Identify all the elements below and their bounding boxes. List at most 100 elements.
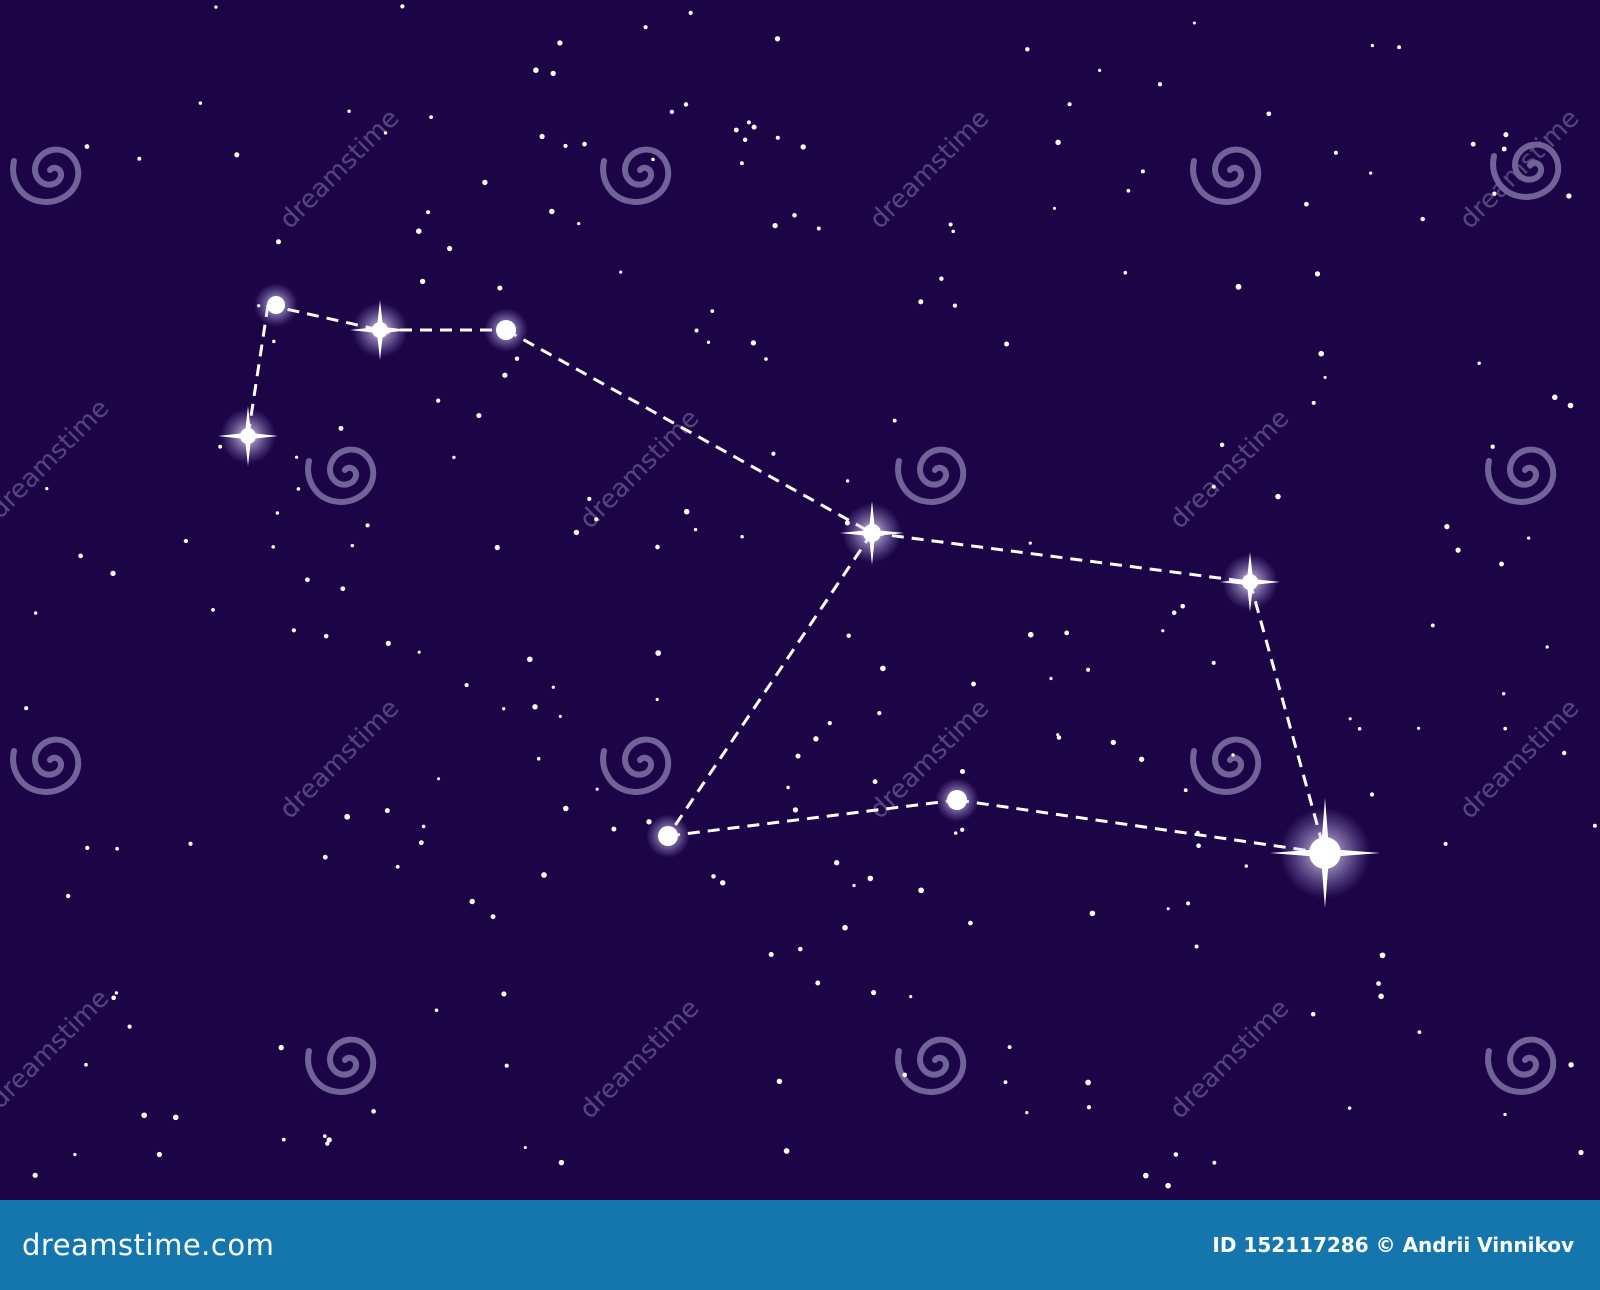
- small-star: [1171, 610, 1177, 615]
- small-star: [383, 131, 388, 135]
- small-star: [1552, 394, 1558, 401]
- small-star: [845, 479, 850, 483]
- small-star: [733, 127, 739, 133]
- small-star: [751, 124, 757, 130]
- small-star: [902, 1072, 908, 1078]
- small-star: [325, 1141, 330, 1146]
- small-star: [1126, 188, 1131, 193]
- constellation-stars: [218, 283, 1380, 908]
- brand-label[interactable]: dreamstime.com: [22, 1228, 275, 1262]
- small-star: [1378, 993, 1384, 1000]
- small-star: [1067, 102, 1072, 107]
- small-star: [611, 826, 617, 832]
- star: [1270, 798, 1380, 908]
- small-star: [371, 1109, 376, 1114]
- small-star: [338, 425, 344, 431]
- small-star: [183, 538, 189, 544]
- small-star: [651, 157, 655, 162]
- small-star: [1052, 206, 1057, 210]
- small-star: [84, 144, 90, 149]
- small-star: [1143, 1172, 1149, 1179]
- small-star: [1503, 1112, 1507, 1117]
- small-star: [291, 628, 296, 633]
- small-star: [502, 707, 506, 711]
- small-star: [418, 840, 424, 846]
- small-star: [959, 768, 966, 775]
- small-star: [1049, 676, 1053, 681]
- small-star: [1007, 1045, 1012, 1050]
- small-star: [436, 398, 441, 403]
- small-star: [1492, 191, 1497, 196]
- small-star: [746, 120, 751, 125]
- small-star: [909, 995, 913, 999]
- small-star: [234, 152, 240, 158]
- small-star: [655, 697, 659, 702]
- small-star: [558, 714, 562, 718]
- small-star: [1397, 45, 1402, 50]
- small-star: [278, 1044, 284, 1051]
- small-star: [740, 534, 744, 539]
- small-star: [1444, 523, 1450, 530]
- small-star: [32, 1172, 38, 1178]
- small-star: [111, 995, 117, 1001]
- small-star: [1503, 132, 1509, 138]
- small-star: [557, 40, 563, 46]
- star: [350, 300, 410, 360]
- small-star: [527, 656, 533, 663]
- small-star: [655, 650, 662, 656]
- small-star: [846, 633, 851, 638]
- small-star: [1027, 631, 1034, 638]
- small-star: [1173, 1152, 1179, 1157]
- small-star: [750, 340, 757, 346]
- small-star: [852, 883, 856, 888]
- small-star: [385, 640, 391, 647]
- small-star: [502, 372, 508, 378]
- small-star: [1196, 843, 1201, 848]
- small-star: [774, 36, 781, 42]
- small-star: [706, 340, 711, 344]
- small-star: [834, 860, 840, 866]
- small-star: [643, 25, 648, 30]
- small-star: [1527, 536, 1531, 540]
- small-star: [1211, 484, 1216, 489]
- small-star: [296, 487, 301, 491]
- small-star: [1123, 270, 1128, 275]
- small-star: [305, 577, 310, 583]
- small-star: [276, 239, 281, 245]
- small-star: [880, 665, 886, 672]
- small-star: [514, 356, 520, 361]
- small-star: [188, 841, 193, 846]
- small-star: [563, 805, 569, 812]
- small-star: [776, 1078, 783, 1085]
- small-star: [172, 1114, 179, 1121]
- small-star: [1194, 944, 1199, 949]
- small-star: [710, 309, 715, 313]
- small-star: [1003, 1080, 1008, 1085]
- small-star: [954, 831, 958, 835]
- small-star: [437, 777, 441, 781]
- small-star: [573, 529, 580, 536]
- small-star: [464, 683, 469, 688]
- small-star: [504, 1063, 509, 1068]
- small-star: [127, 1024, 132, 1029]
- small-star: [619, 270, 623, 274]
- small-star: [1166, 907, 1170, 911]
- small-star: [541, 872, 547, 878]
- small-star: [1025, 1111, 1029, 1115]
- small-star: [115, 846, 119, 851]
- small-star: [218, 444, 223, 449]
- small-star: [1369, 171, 1373, 175]
- small-star: [490, 914, 496, 920]
- small-star: [594, 517, 599, 522]
- small-star: [85, 845, 90, 851]
- small-star: [1219, 442, 1225, 448]
- small-star: [669, 109, 675, 115]
- small-star: [1140, 169, 1145, 174]
- small-star: [939, 276, 944, 281]
- small-star: [523, 1145, 527, 1150]
- small-star: [1314, 271, 1321, 277]
- small-star: [582, 141, 587, 147]
- small-star: [214, 5, 218, 9]
- small-star: [326, 1137, 332, 1143]
- small-star: [275, 511, 280, 515]
